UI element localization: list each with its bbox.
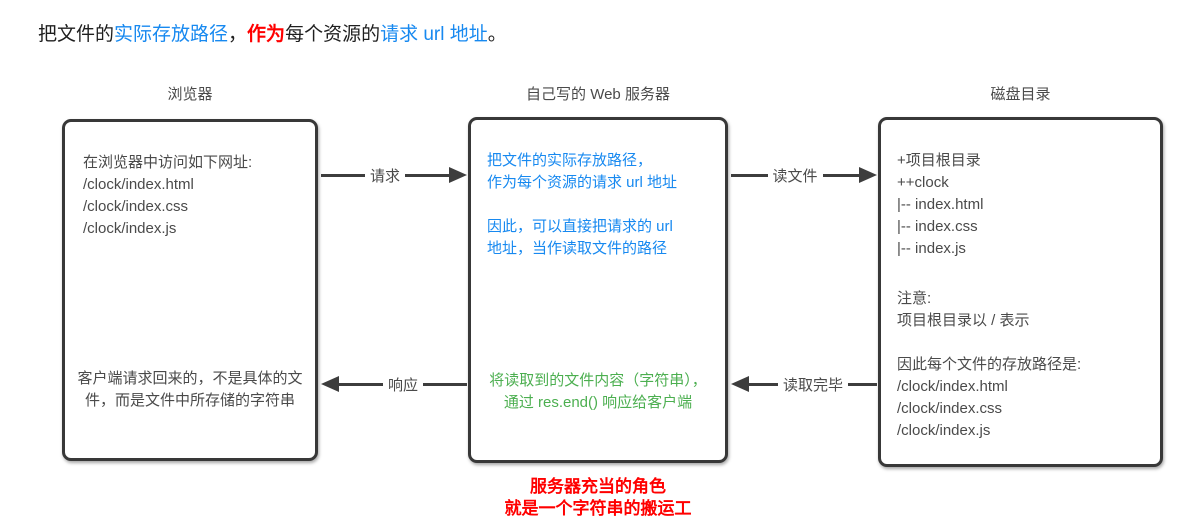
server-role-caption-line2: 就是一个字符串的搬运工: [504, 499, 692, 518]
response-arrow-line: [423, 382, 468, 386]
server-mapping-text: 把文件的实际存放路径， 作为每个资源的请求 url 地址 因此，可以直接把请求的…: [487, 152, 678, 257]
web-server-box: 把文件的实际存放路径， 作为每个资源的请求 url 地址 因此，可以直接把请求的…: [468, 117, 728, 463]
request-arrow-line: [321, 173, 365, 177]
title-segment-6: 请求 url 地址: [380, 24, 488, 45]
title-segment-1: 把文件的: [38, 24, 115, 45]
read-file-arrow-label: 读文件: [772, 167, 818, 185]
title-segment-7: 。: [487, 24, 507, 45]
read-file-arrow: 读文件: [731, 163, 878, 187]
disk-directory-box: +项目根目录 ++clock |-- index.html |-- index.…: [878, 117, 1163, 467]
title-segment-2: 实际存放路径: [114, 24, 229, 45]
response-arrow-line: [339, 382, 383, 386]
read-done-arrow-line: [848, 382, 878, 386]
disk-path-note-text: 注意: 项目根目录以 / 表示 因此每个文件的存放路径是: /clock/ind…: [897, 290, 1082, 439]
read-done-arrow: 读取完毕: [731, 372, 878, 396]
right-arrowhead-icon: [859, 167, 878, 183]
server-response-text: 将读取到的文件内容（字符串）， 通过 res.end() 响应给客户端: [489, 372, 707, 411]
server-column-header: 自己写的 Web 服务器: [526, 86, 670, 103]
browser-box: 在浏览器中访问如下网址: /clock/index.html /clock/in…: [62, 119, 318, 461]
read-done-arrow-label: 读取完毕: [783, 376, 844, 394]
read-file-arrow-line: [731, 173, 768, 177]
left-arrowhead-icon: [321, 376, 339, 392]
server-role-caption: 服务器充当的角色 就是一个字符串的搬运工: [448, 476, 748, 520]
browser-column-header: 浏览器: [167, 86, 213, 103]
response-arrow: 响应: [321, 372, 468, 396]
request-arrow: 请求: [321, 163, 468, 187]
disk-file-tree-text: +项目根目录 ++clock |-- index.html |-- index.…: [897, 152, 984, 257]
read-file-arrow-line: [822, 173, 860, 177]
response-arrow-label: 响应: [388, 376, 419, 394]
request-arrow-label: 请求: [370, 167, 401, 185]
title-segment-5: 每个资源的: [285, 24, 381, 45]
right-arrowhead-icon: [449, 167, 468, 183]
title-segment-4: 作为: [247, 24, 286, 45]
disk-column-header: 磁盘目录: [990, 86, 1051, 103]
server-role-caption-line1: 服务器充当的角色: [530, 477, 666, 496]
browser-response-note-text: 客户端请求回来的，不是具体的文件，而是文件中所存储的字符串: [77, 370, 303, 409]
read-done-arrow-line: [749, 382, 778, 386]
title-segment-3: ，: [228, 24, 248, 45]
request-arrow-line: [405, 173, 450, 177]
left-arrowhead-icon: [731, 376, 749, 392]
browser-request-urls-text: 在浏览器中访问如下网址: /clock/index.html /clock/in…: [83, 154, 253, 237]
page-title: 把文件的实际存放路径，作为每个资源的请求 url 地址。: [38, 19, 507, 46]
